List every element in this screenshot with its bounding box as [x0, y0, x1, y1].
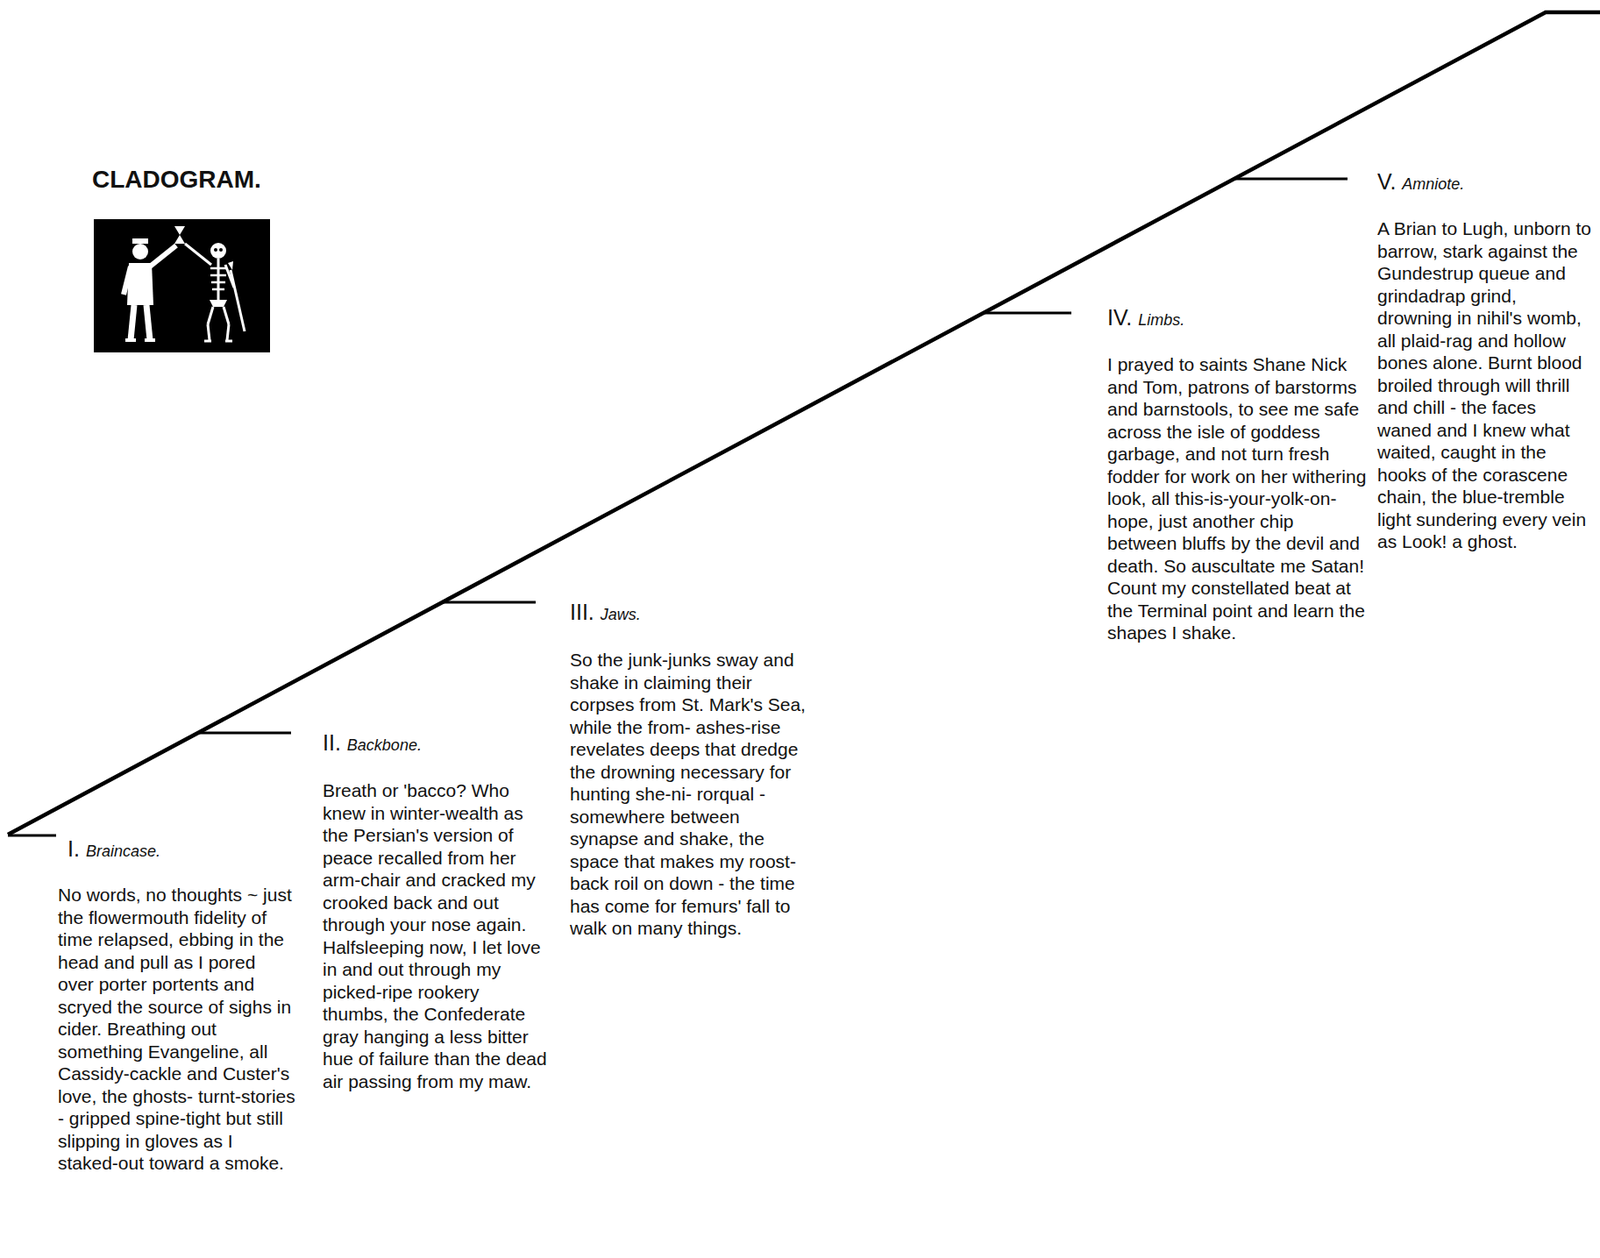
stanza-text: No words, no thoughts ~ just the flowerm…	[57, 883, 297, 1175]
clade-name: Amniote.	[1401, 170, 1465, 198]
stanza-text: Breath or 'bacco? Who knew in winter-wea…	[322, 779, 548, 1093]
clade-name: Jaws.	[600, 601, 641, 628]
branch-tick	[442, 601, 536, 605]
clade-number: I.	[67, 835, 80, 862]
pirate-flag	[93, 219, 271, 353]
stanza-text: So the junk-junks sway and shake in clai…	[569, 648, 812, 940]
clade-number: II.	[322, 729, 342, 756]
branch-tick	[1234, 177, 1348, 181]
clade-number: IV.	[1107, 304, 1132, 331]
branch-tick	[7, 834, 57, 838]
flag-figures	[123, 226, 245, 342]
stanza-text: I prayed to saints Shane Nick and Tom, p…	[1107, 353, 1367, 645]
clade-name: Braincase.	[85, 838, 161, 865]
flag-ground	[93, 219, 271, 353]
clade-number: V.	[1377, 168, 1396, 195]
clade-number: III.	[569, 598, 595, 626]
clade-name: Backbone.	[347, 732, 422, 759]
clade-name: Limbs.	[1137, 306, 1185, 334]
branch-tick	[983, 312, 1072, 315]
stanza-text: A Brian to Lugh, unborn to barrow, stark…	[1377, 217, 1593, 554]
branch-tick	[198, 732, 292, 735]
diagram-title: CLADOGRAM.	[92, 164, 262, 195]
